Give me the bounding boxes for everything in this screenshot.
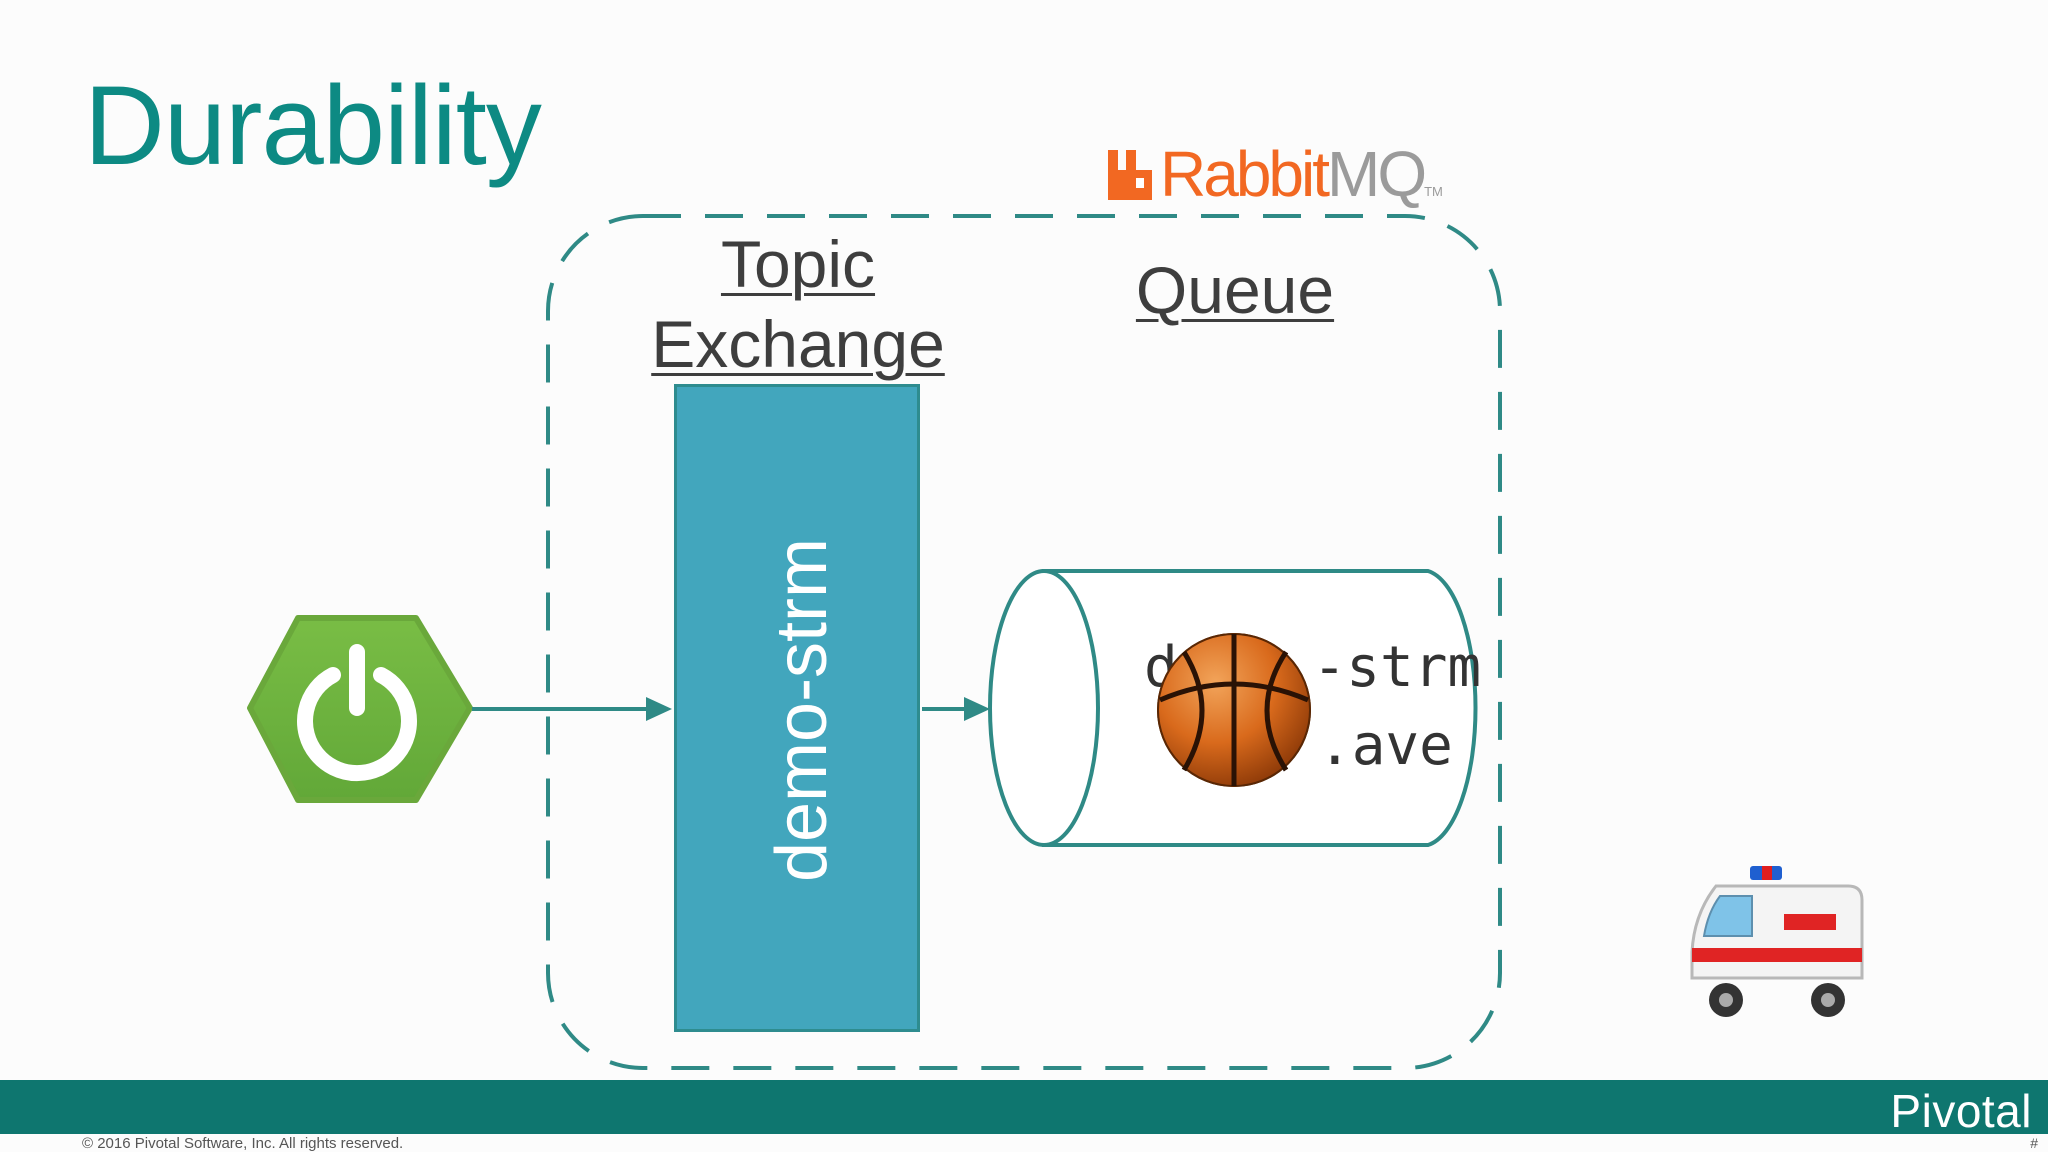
- ambulance-icon: [1690, 866, 1864, 1017]
- footer-bar: [0, 1080, 2048, 1134]
- slide-title: Durability: [84, 63, 542, 188]
- rabbit-icon: [1108, 150, 1152, 200]
- rabbitmq-wordmark-part2: MQ: [1327, 138, 1427, 210]
- pivotal-logo: Pivotal: [1890, 1085, 2032, 1137]
- rabbitmq-wordmark: RabbitMQTM: [1160, 142, 1443, 206]
- rabbitmq-trademark: TM: [1424, 184, 1443, 199]
- page-number: #: [2030, 1135, 2038, 1151]
- exchange-name: demo-strm: [762, 537, 842, 883]
- queue-label: Queue: [1135, 253, 1335, 327]
- queue-name-line2: .ave: [1318, 713, 1453, 778]
- queue-name-line1: d -strm: [1144, 635, 1482, 700]
- arrow-app-to-exchange: [472, 697, 672, 721]
- spring-power-icon: [247, 615, 473, 803]
- broker-boundary: [546, 214, 1502, 1070]
- arrow-exchange-to-queue: [922, 697, 990, 721]
- topic-label: Topic: [720, 227, 876, 301]
- exchange-box: [674, 384, 920, 1032]
- rabbitmq-wordmark-part1: Rabbit: [1160, 138, 1330, 210]
- exchange-label: Exchange: [651, 307, 945, 381]
- copyright-text: © 2016 Pivotal Software, Inc. All rights…: [82, 1135, 404, 1152]
